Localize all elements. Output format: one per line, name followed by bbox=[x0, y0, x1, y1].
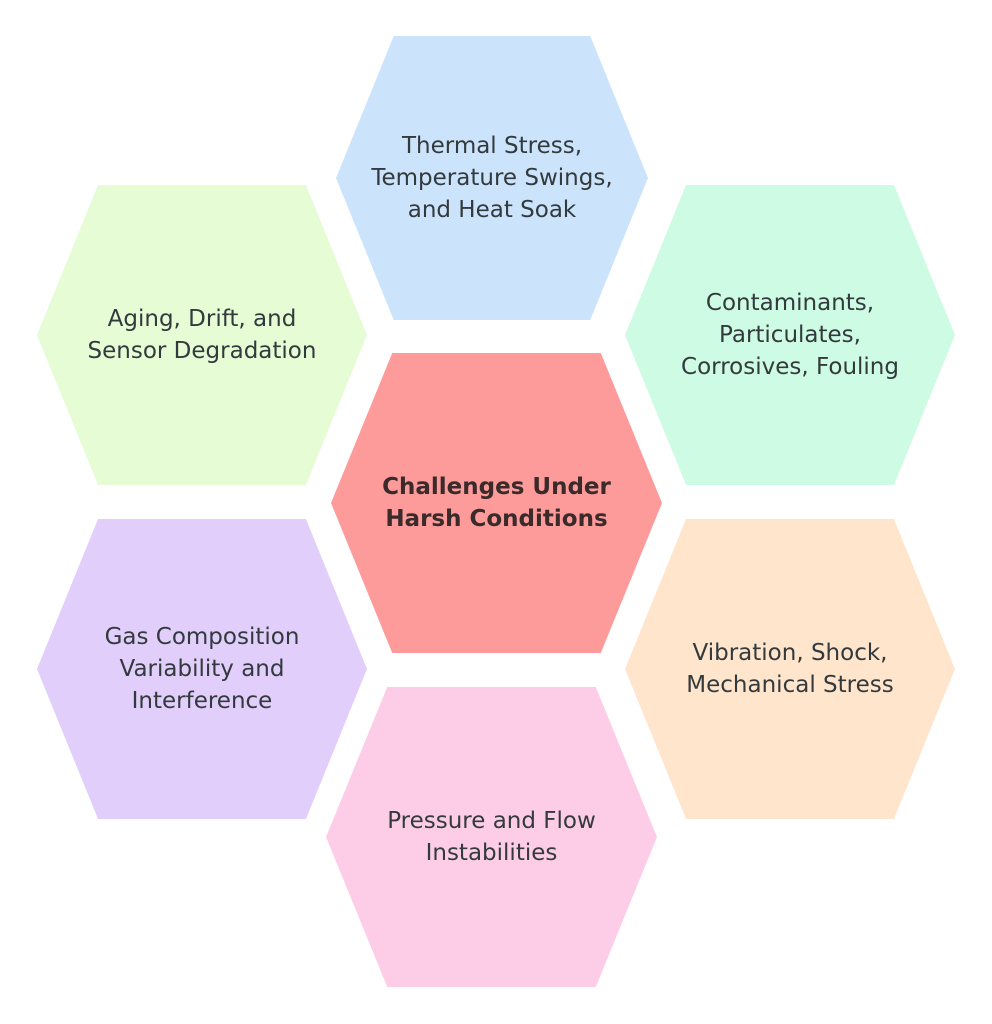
hex-label: Vibration, Shock, Mechanical Stress bbox=[686, 640, 894, 698]
hex-gas-composition: Gas Composition Variability and Interfer… bbox=[37, 519, 367, 819]
hex-thermal-stress: Thermal Stress, Temperature Swings, and … bbox=[336, 36, 648, 320]
hex-contaminants: Contaminants, Particulates, Corrosives, … bbox=[625, 185, 955, 485]
hex-vibration: Vibration, Shock, Mechanical Stress bbox=[625, 519, 955, 819]
hex-label: Thermal Stress, Temperature Swings, and … bbox=[371, 133, 613, 223]
hex-center: Challenges Under Harsh Conditions bbox=[331, 353, 662, 653]
hex-label: Aging, Drift, and Sensor Degradation bbox=[87, 306, 317, 364]
hex-aging-drift: Aging, Drift, and Sensor Degradation bbox=[37, 185, 367, 485]
hex-label: Pressure and Flow Instabilities bbox=[387, 808, 596, 866]
center-label: Challenges Under Harsh Conditions bbox=[382, 474, 611, 532]
hex-pressure-flow: Pressure and Flow Instabilities bbox=[326, 687, 657, 987]
hex-label: Gas Composition Variability and Interfer… bbox=[104, 624, 300, 714]
hex-label: Contaminants, Particulates, Corrosives, … bbox=[681, 290, 899, 380]
